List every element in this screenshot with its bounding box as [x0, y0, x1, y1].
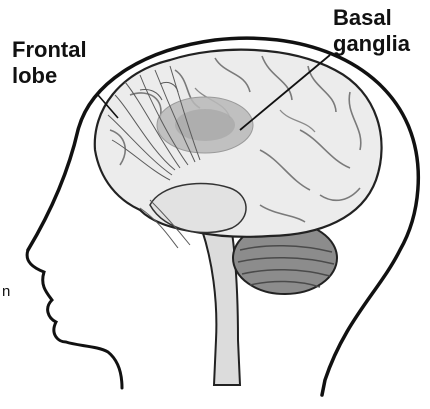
face-profile [27, 250, 122, 388]
basal-ganglia-label-line2: ganglia [333, 31, 411, 56]
cropped-left-text: n [2, 283, 10, 300]
frontal-lobe-label-line2: lobe [12, 63, 57, 88]
frontal-lobe-label: Frontal [12, 37, 87, 62]
basal-ganglia-label: Basal [333, 5, 392, 30]
